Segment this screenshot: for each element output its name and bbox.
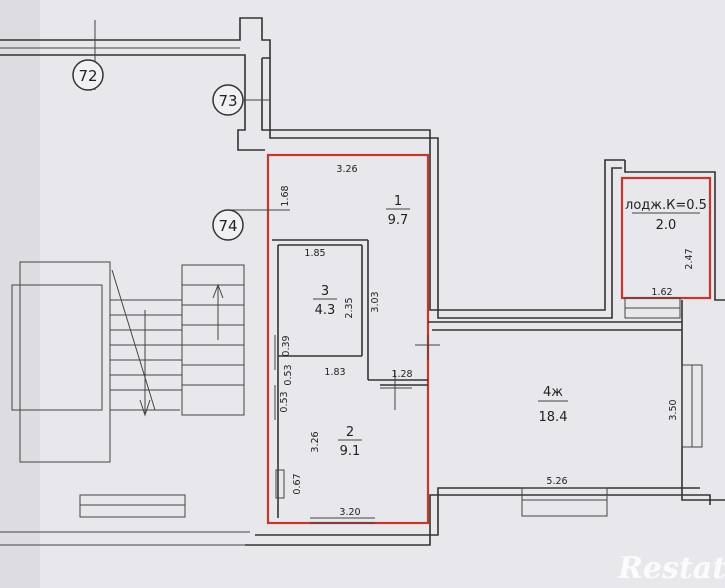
axis-73-label: 73 (218, 92, 237, 110)
watermark-logo: Restate (617, 551, 725, 586)
axis-72-label: 72 (78, 67, 97, 85)
room-1: 1 9.7 (386, 194, 410, 228)
dim-r2-bottom: 3.20 (339, 507, 360, 518)
room-1-number: 1 (394, 194, 402, 209)
loggia-area: 2.0 (656, 218, 677, 233)
dim-r2-top: 1.83 (324, 367, 345, 378)
dim-r1-top: 3.26 (336, 164, 357, 175)
dim-r3-h1: 2.35 (344, 297, 355, 318)
room-4-number: 4ж (543, 385, 563, 400)
room-4: 4ж 18.4 (538, 385, 568, 425)
loggia-label: лодж.К=0.5 (625, 198, 707, 213)
room-3: 3 4.3 (313, 284, 337, 318)
room-4-area: 18.4 (539, 410, 568, 425)
room-3-area: 4.3 (315, 303, 336, 318)
room-3-number: 3 (321, 284, 329, 299)
dim-r3-top: 1.85 (304, 248, 325, 259)
room-2-number: 2 (346, 425, 354, 440)
axis-72-marker (72, 59, 104, 91)
dim-r4-right: 3.50 (668, 399, 679, 420)
loggia: лодж.К=0.5 2.0 (625, 198, 707, 233)
staircase (110, 269, 244, 417)
dim-loggia-h: 2.47 (684, 248, 695, 269)
interior-walls (266, 153, 712, 525)
room-2: 2 9.1 (338, 425, 362, 459)
dimensions: 3.26 1.68 1.85 2.35 3.03 0.39 1.83 1.28 … (279, 164, 695, 518)
axis-73-marker (212, 84, 244, 116)
dim-r2-right: 1.28 (391, 369, 412, 380)
axis-markers: 72 73 74 (72, 20, 290, 241)
dim-r2-left-b: 0.53 (279, 391, 290, 412)
room-2-area: 9.1 (340, 444, 361, 459)
dim-r3-small: 0.39 (281, 335, 292, 356)
dim-r2-left-a: 0.53 (283, 364, 294, 385)
outer-walls (0, 17, 725, 546)
dim-loggia-w: 1.62 (651, 287, 672, 298)
dim-r3-h2: 3.03 (370, 291, 381, 312)
axis-74-marker (212, 209, 244, 241)
dim-r1-left: 1.68 (280, 185, 291, 206)
dim-r2-door: 0.67 (292, 473, 303, 494)
dim-r2-height: 3.26 (310, 431, 321, 452)
dim-r4-bottom: 5.26 (546, 476, 567, 487)
axis-74-label: 74 (218, 217, 237, 235)
room-1-area: 9.7 (388, 213, 409, 228)
